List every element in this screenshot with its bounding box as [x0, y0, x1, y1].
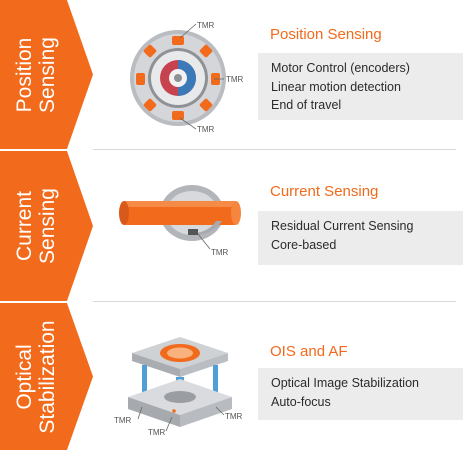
feature-item: Motor Control (encoders) — [271, 61, 410, 75]
divider — [93, 149, 456, 150]
tmr-label: TMR — [148, 428, 166, 437]
feature-list: Residual Current Sensing Core-based — [258, 211, 463, 265]
tmr-label: TMR — [197, 125, 215, 134]
feature-item: End of travel — [271, 98, 342, 112]
divider — [93, 301, 456, 302]
side-tab: Optical Stabilization — [0, 303, 93, 450]
section-title: OIS and AF — [270, 343, 348, 360]
section-optical-stabilization: Optical Stabilization TMR TMR TMR OIS an… — [0, 303, 469, 450]
section-current-sensing: Current Sensing TMR Current Sensing Resi… — [0, 151, 469, 301]
tab-label: Position Sensing — [13, 37, 59, 113]
tab-label-line: Sensing — [36, 36, 59, 113]
section-position-sensing: Position Sensing TMR TMR TMR Position Se… — [0, 0, 469, 149]
tmr-label: TMR — [114, 416, 132, 425]
section-title: Current Sensing — [270, 183, 379, 200]
feature-item: Optical Image Stabilization — [271, 376, 419, 390]
tmr-label: TMR — [211, 248, 229, 257]
tmr-label: TMR — [197, 22, 215, 30]
tmr-label: TMR — [225, 412, 243, 421]
feature-item: Auto-focus — [271, 394, 331, 409]
tab-label: Current Sensing — [13, 188, 59, 264]
tab-label-line: Current — [13, 190, 36, 262]
feature-item: Linear motion detection — [271, 79, 401, 94]
feature-item: Core-based — [271, 237, 337, 252]
tab-label: Optical Stabilization — [13, 320, 59, 433]
motor-encoder-illustration: TMR TMR TMR — [130, 22, 244, 134]
feature-list: Motor Control (encoders) Linear motion d… — [258, 53, 463, 120]
ois-module-illustration: TMR TMR TMR — [114, 337, 243, 437]
feature-list: Optical Image Stabilization Auto-focus — [258, 368, 463, 420]
side-tab: Current Sensing — [0, 151, 93, 301]
tmr-label: TMR — [226, 75, 244, 84]
tab-label-line: Position — [13, 37, 36, 112]
side-tab: Position Sensing — [0, 0, 93, 149]
tab-label-line: Stabilization — [36, 319, 59, 434]
section-title: Position Sensing — [270, 26, 382, 43]
feature-item: Residual Current Sensing — [271, 219, 414, 233]
tab-label-line: Optical — [13, 343, 36, 410]
current-core-illustration: TMR — [119, 185, 241, 257]
tab-label-line: Sensing — [36, 188, 59, 264]
